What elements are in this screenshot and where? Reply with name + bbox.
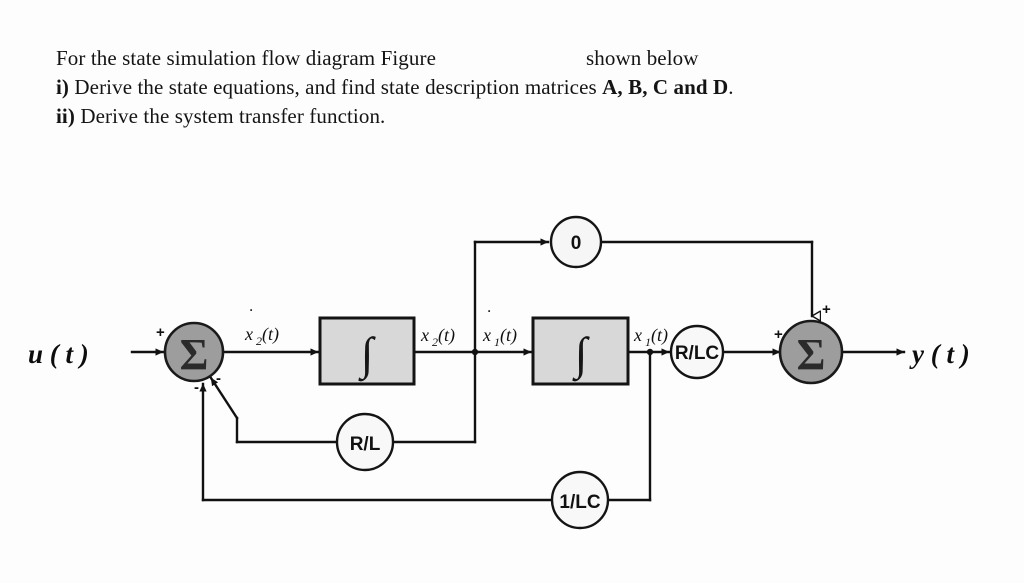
question-line-2: i) Derive the state equations, and find …	[56, 73, 956, 102]
question-item-i-text: Derive the state equations, and find sta…	[69, 75, 603, 99]
signal-label-x2-base: x	[420, 325, 429, 345]
question-item-i-period: .	[728, 75, 734, 99]
question-item-i-marker: i)	[56, 75, 70, 99]
sign-minus-inner-feedback: -	[216, 370, 221, 387]
gain-block-output-label: R/LC	[675, 343, 720, 364]
question-item-ii-marker: ii)	[56, 104, 75, 128]
gain-block-feedback-inner[interactable]: R/L	[335, 412, 395, 472]
signal-label-x1dot-dot: ˙	[485, 306, 491, 326]
integrator-block-2-body	[531, 316, 630, 386]
gain-block-zero-label: 0	[571, 233, 582, 254]
question-line-1-part-a: For the state simulation flow diagram Fi…	[56, 46, 437, 70]
gain-block-feedback-inner-body	[335, 412, 395, 472]
sign-minus-outer-feedback: -	[194, 379, 199, 396]
integrator-block-2-glyph: ∫	[572, 328, 590, 382]
signal-label-x1-sub: 1	[645, 335, 651, 349]
gain-block-feedback-outer-body	[550, 470, 610, 530]
sign-plus-sum-right-left: +	[774, 326, 783, 343]
question-item-ii-text: Derive the system transfer function.	[74, 104, 386, 128]
gain-block-feedback-outer[interactable]: 1/LC	[550, 470, 610, 530]
signal-label-x1: x 1 (t)	[633, 325, 668, 349]
question-matrices-list: A, B, C and D	[602, 75, 729, 99]
summing-junction-left-glyph: Σ	[180, 330, 209, 379]
signal-label-x1dot: x 1 (t) ˙	[482, 306, 517, 349]
signal-label-x2dot-arg: (t)	[262, 324, 279, 345]
question-line-3: ii) Derive the system transfer function.	[56, 102, 956, 131]
integrator-block-1-glyph: ∫	[358, 328, 376, 382]
branch-node-x1dot	[471, 348, 479, 356]
signal-label-x2dot-sub: 2	[256, 334, 262, 348]
signal-label-x1dot-base: x	[482, 325, 491, 345]
gain-block-zero[interactable]: 0	[549, 215, 603, 269]
summing-junction-right-body	[778, 319, 844, 385]
summing-junction-right[interactable]: Σ	[778, 319, 844, 385]
output-signal-label: y ( t )	[909, 339, 970, 369]
question-text-block: For the state simulation flow diagram Fi…	[56, 44, 956, 131]
input-signal-label: u ( t )	[28, 339, 89, 369]
branch-node-x1	[646, 348, 654, 356]
signal-label-x2-sub: 2	[432, 335, 438, 349]
wire-gain-rl-to-sum-left	[209, 376, 239, 420]
signal-label-x2dot-base: x	[244, 324, 253, 344]
summing-junction-left[interactable]: Σ	[163, 321, 225, 383]
sign-plus-input: +	[156, 324, 165, 341]
gain-block-feedback-inner-label: R/L	[350, 434, 381, 455]
integrator-block-2[interactable]: ∫	[531, 316, 630, 386]
gain-block-zero-body	[549, 215, 603, 269]
signal-label-x2: x 2 (t)	[420, 325, 455, 349]
signal-label-x2dot: x 2 (t) ˙	[244, 305, 279, 348]
question-line-1: For the state simulation flow diagram Fi…	[56, 44, 956, 73]
signal-label-x1dot-arg: (t)	[500, 325, 517, 346]
signal-label-x1-base: x	[633, 325, 642, 345]
question-line-1-part-b: shown below	[586, 46, 699, 70]
gain-block-output-body	[669, 324, 725, 380]
signal-label-x1-arg: (t)	[651, 325, 668, 346]
integrator-block-1[interactable]: ∫	[318, 316, 416, 386]
gain-block-feedback-outer-label: 1/LC	[559, 492, 600, 513]
signal-label-x2-arg: (t)	[438, 325, 455, 346]
gain-block-output[interactable]: R/LC	[669, 324, 725, 380]
signal-label-x2dot-dot: ˙	[247, 305, 253, 325]
summing-junction-right-glyph: Σ	[797, 330, 826, 379]
signal-label-x1dot-sub: 1	[494, 335, 500, 349]
sign-plus-sum-right-top: +	[822, 301, 831, 318]
summing-junction-left-body	[163, 321, 225, 383]
integrator-block-1-body	[318, 316, 416, 386]
